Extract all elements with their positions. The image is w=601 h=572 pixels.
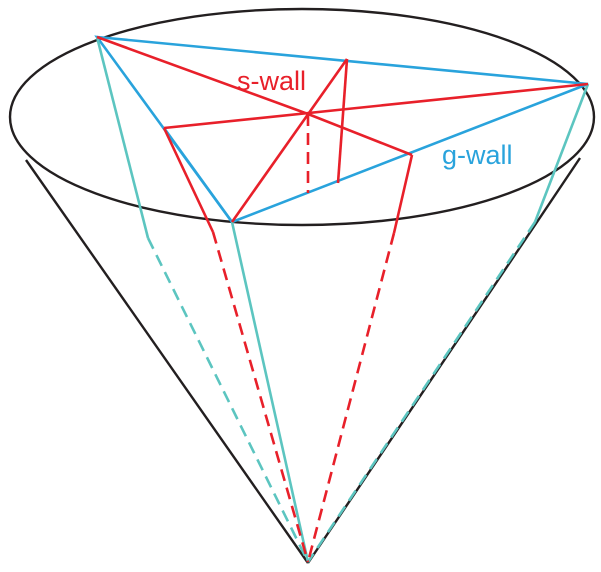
g-wall-inner-edge xyxy=(162,127,234,223)
cone-left-side xyxy=(25,159,309,564)
s-wall-line-center-right xyxy=(307,112,413,157)
g-wall-label: g-wall xyxy=(442,140,513,170)
s-wall-left-dashed xyxy=(211,231,310,563)
s-wall-left-drop xyxy=(162,127,215,233)
s-wall-line-to-right-vertex xyxy=(163,82,589,130)
s-wall-vertical-right xyxy=(336,58,349,184)
s-wall-right-dashed xyxy=(306,232,396,563)
s-wall-line-upper-left xyxy=(96,35,309,116)
cone-edge-left-dashed xyxy=(146,237,310,563)
cone-edge-front xyxy=(230,221,310,563)
s-wall-right-drop xyxy=(392,154,414,234)
cone-edge-right-solid xyxy=(533,83,590,223)
cone-edge-right-dashed xyxy=(306,221,537,563)
s-wall-label: s-wall xyxy=(237,66,306,96)
s-wall-line-to-front-vertex xyxy=(230,58,349,223)
cone-edge-left-solid xyxy=(95,36,150,239)
cone-right-side xyxy=(307,157,581,564)
cone-rim-ellipse xyxy=(8,7,596,227)
